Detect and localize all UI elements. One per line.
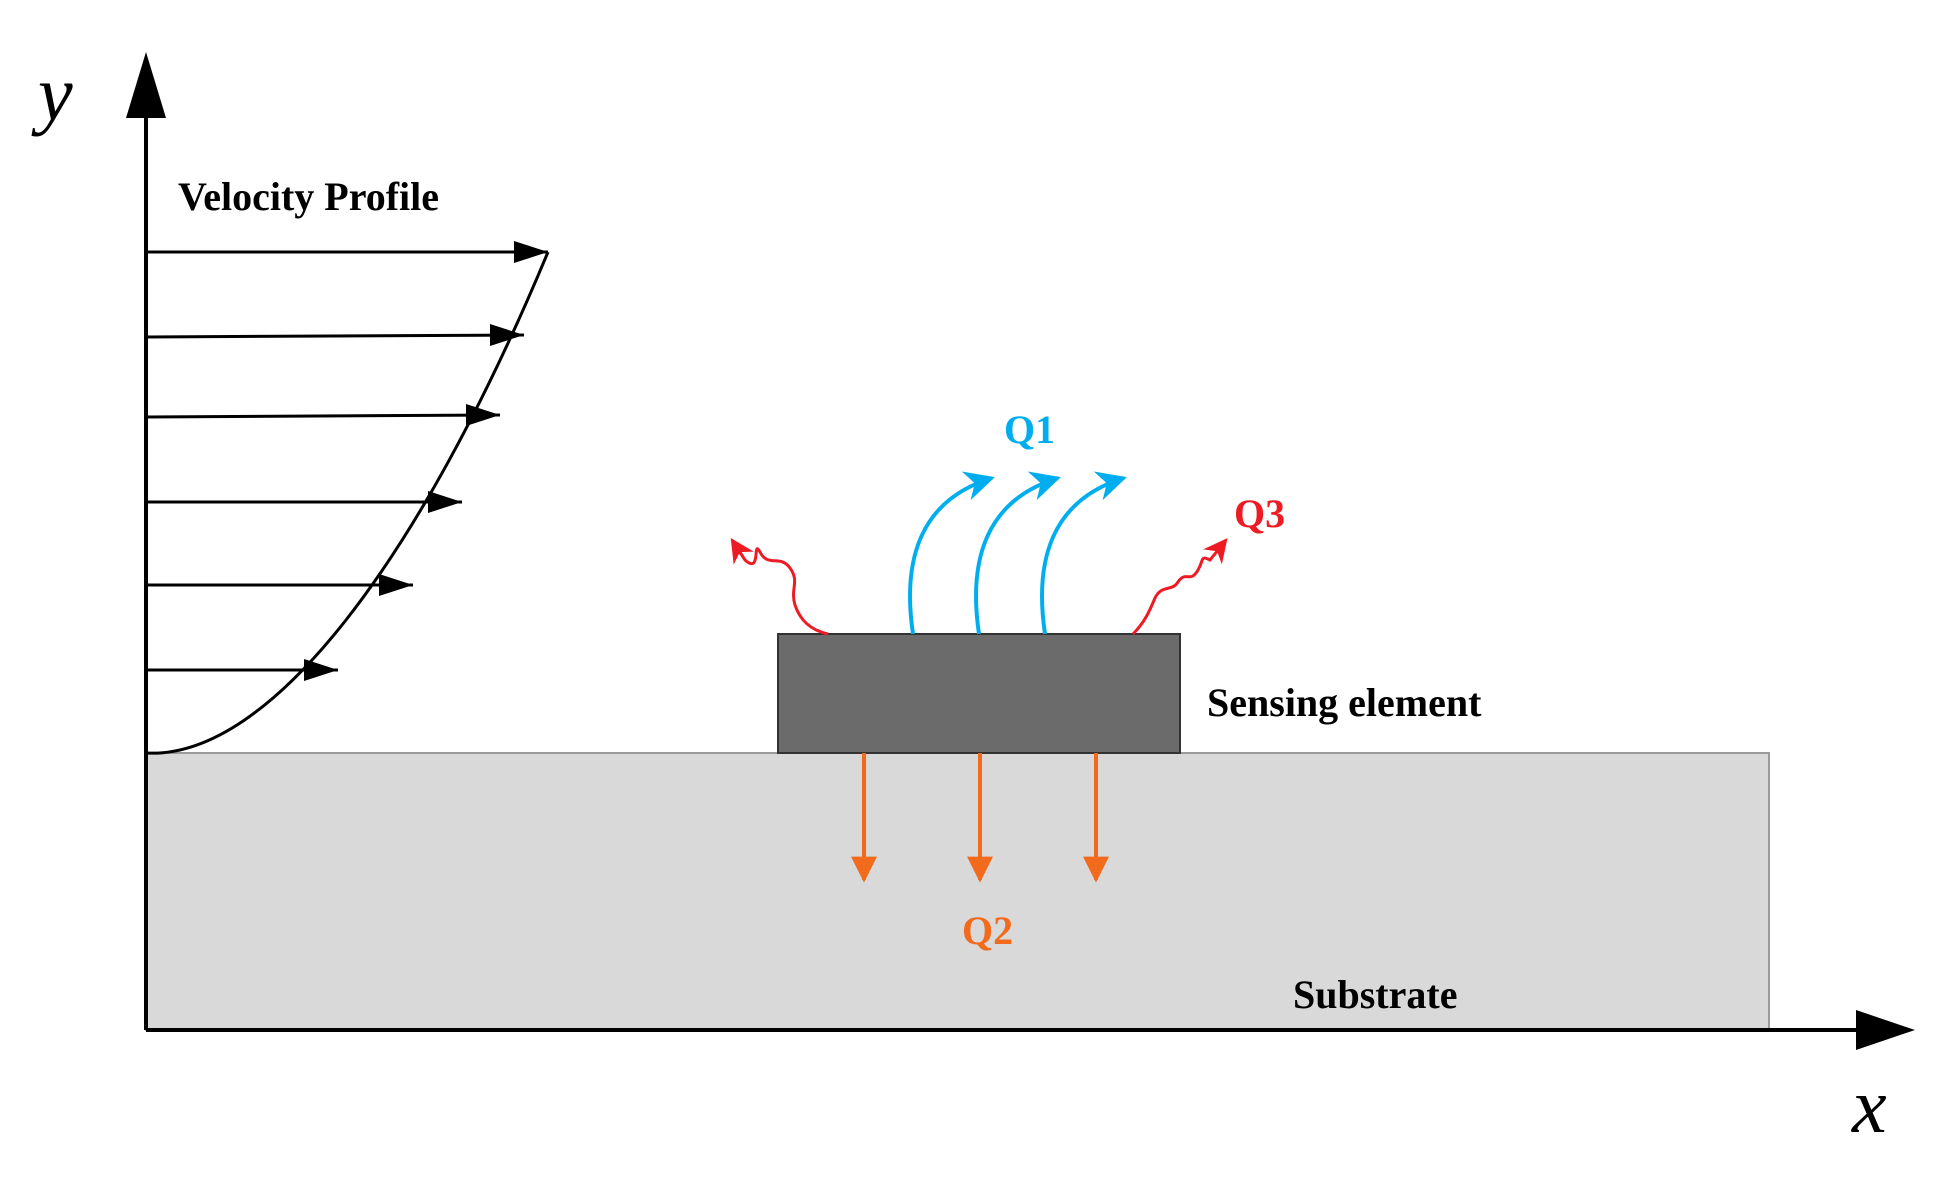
velocity-arrow: [145, 413, 501, 419]
velocity-arrowhead: [379, 574, 413, 596]
q1-label: Q1: [1004, 407, 1055, 452]
velocity-arrow: [145, 333, 525, 339]
velocity-arrowhead: [490, 324, 524, 346]
q1-arrow: [974, 471, 1061, 635]
x-axis-label: x: [1851, 1062, 1887, 1149]
substrate-label: Substrate: [1293, 972, 1457, 1017]
sensing-element-block: [777, 633, 1181, 754]
velocity-arrowhead: [466, 404, 500, 426]
y-axis-label: y: [31, 50, 73, 137]
q2-label: Q2: [962, 908, 1013, 953]
q3-label: Q3: [1234, 491, 1285, 536]
q3-arrow-right: [1131, 538, 1228, 636]
q1-arrow: [908, 471, 995, 635]
velocity-arrowhead: [514, 241, 548, 263]
x-axis-arrowhead: [1856, 1010, 1915, 1050]
q3-radiation-arrows: [730, 537, 1228, 636]
substrate-block: [145, 752, 1770, 1031]
q3-arrow-left: [730, 537, 829, 636]
y-axis-arrowhead: [126, 52, 166, 118]
q1-convection-arrows: [908, 471, 1127, 635]
q2-conduction-arrows: [851, 753, 1109, 883]
q1-arrow: [1040, 471, 1127, 635]
velocity-profile-curve: [145, 251, 550, 755]
velocity-profile-label: Velocity Profile: [178, 174, 439, 219]
velocity-arrowhead: [304, 659, 338, 681]
velocity-arrows: [145, 241, 548, 681]
sensing-element-label: Sensing element: [1207, 680, 1482, 725]
velocity-arrowhead: [428, 491, 462, 513]
